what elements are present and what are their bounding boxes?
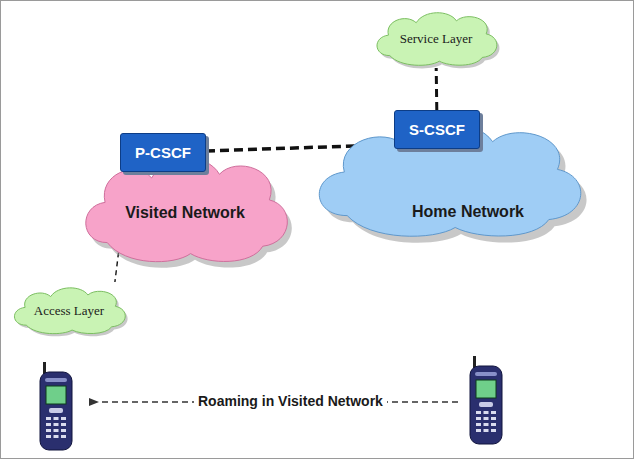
service-layer-cloud: Service Layer: [370, 6, 502, 68]
roaming-label: Roaming in Visited Network: [194, 393, 387, 409]
access-layer-cloud: Access Layer: [8, 282, 130, 336]
p-cscf-box: P-CSCF: [120, 133, 206, 172]
cloud-label: Service Layer: [400, 31, 473, 47]
box-label: P-CSCF: [135, 144, 191, 161]
cloud-label: Access Layer: [34, 303, 104, 319]
mobile-phone: [470, 356, 502, 444]
mobile-phone: [40, 362, 72, 450]
cloud-label: Home Network: [412, 203, 524, 221]
visited-network-cloud: Visited Network P-CSCF: [74, 145, 296, 267]
s-cscf-box: S-CSCF: [394, 110, 480, 149]
dashed-link: [435, 68, 439, 110]
box-label: S-CSCF: [409, 121, 465, 138]
cloud-label: Visited Network: [125, 204, 245, 222]
home-network-cloud: Home Network S-CSCF: [304, 110, 592, 242]
